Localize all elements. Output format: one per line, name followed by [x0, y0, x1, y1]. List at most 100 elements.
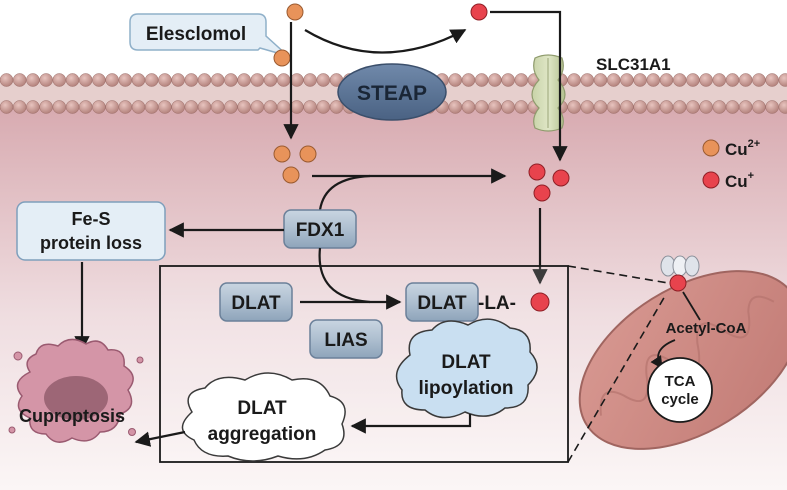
dlat-label: DLAT: [231, 293, 281, 314]
membrane-bead: [303, 100, 317, 114]
membrane-bead: [712, 100, 727, 114]
membrane-bead: [672, 73, 687, 87]
membrane-bead: [752, 100, 766, 114]
membrane-bead: [210, 100, 225, 114]
dlat-la-label: DLAT: [417, 293, 467, 314]
elesclomol-callout: Elesclomol: [129, 13, 289, 57]
membrane-bead: [290, 100, 304, 114]
aggregation-to-cuproptosis-arrow: [134, 430, 186, 447]
membrane-bead: [606, 100, 621, 114]
membrane-bead: [738, 73, 753, 87]
membrane-bead: [593, 100, 608, 114]
membrane-bead: [197, 73, 212, 87]
dlat-la-box: DLAT -LA-: [405, 282, 550, 322]
membrane-bead: [39, 100, 53, 114]
membrane-bead: [39, 73, 53, 87]
membrane-bead: [263, 73, 278, 87]
membrane-bead: [659, 100, 674, 114]
membrane-bead: [488, 100, 502, 114]
membrane-bead: [52, 73, 67, 87]
membrane-bead: [78, 100, 93, 114]
membrane-bead: [0, 100, 14, 114]
cu2-ion-outside: [286, 3, 304, 21]
membrane-bead: [118, 100, 133, 114]
membrane-bead: [105, 100, 119, 114]
membrane-bead: [646, 73, 661, 87]
membrane-bead: [567, 73, 581, 87]
membrane-bead: [131, 73, 146, 87]
membrane-bead: [171, 73, 185, 87]
tca-label-line2: cycle: [661, 391, 699, 408]
zoom-line-top: [567, 265, 669, 284]
lipoylation-to-aggregation-arrow: [350, 414, 472, 434]
membrane-bead: [606, 73, 621, 87]
cu1-ion-inside-3: [533, 184, 551, 202]
membrane-bead: [118, 73, 133, 87]
fdx1-to-lipoylation-curve: [318, 247, 371, 304]
membrane-bead: [699, 100, 713, 114]
membrane-bead: [593, 73, 608, 87]
membrane-bead: [92, 100, 106, 114]
membrane-bead: [92, 73, 106, 87]
membrane-bead: [197, 100, 212, 114]
membrane-bead: [12, 100, 27, 114]
cu1-ion-mito: [669, 274, 687, 292]
slc31a1-label: SLC31A1: [596, 55, 671, 74]
membrane-bead: [461, 73, 476, 87]
membrane-bead: [765, 73, 779, 87]
membrane-bead: [316, 100, 331, 114]
cu2-ion-inside-2: [299, 145, 317, 163]
membrane-bead: [12, 73, 27, 87]
membrane-bead: [184, 100, 199, 114]
membrane-bead: [712, 73, 727, 87]
membrane-bead: [474, 100, 489, 114]
cu1-ion-inside-2: [552, 169, 570, 187]
membrane-bead: [184, 73, 199, 87]
lias-label: LIAS: [324, 330, 367, 351]
membrane-bead: [686, 100, 700, 114]
membrane-bead: [752, 73, 766, 87]
slc31a1-import-arrow: [490, 10, 568, 162]
membrane-bead: [765, 100, 779, 114]
legend-cu1-swatch: [702, 171, 720, 189]
mitochondrion: Acetyl-CoA TCA cycle: [578, 255, 787, 450]
membrane-bead: [171, 100, 185, 114]
membrane-bead: [276, 73, 291, 87]
dlat-box: DLAT: [219, 282, 293, 322]
membrane-bead: [158, 100, 172, 114]
dlat-la-suffix: -LA-: [478, 293, 516, 314]
membrane-bead: [303, 73, 317, 87]
zoom-line-bottom: [567, 295, 666, 463]
fe-s-protein-loss-box: Fe-S protein loss: [16, 201, 166, 261]
dlat-lipoylation-cloud: DLAT lipoylation: [395, 318, 538, 419]
steap-reduction-arrow: [304, 29, 467, 54]
membrane-bead: [448, 100, 463, 114]
membrane-bead: [633, 73, 647, 87]
cu2-ion-inside-3: [282, 166, 300, 184]
membrane-bead: [646, 100, 661, 114]
membrane-bead: [620, 73, 634, 87]
membrane-bead: [488, 73, 502, 87]
membrane-bead: [514, 73, 529, 87]
membrane-bead: [276, 100, 291, 114]
membrane-bead: [580, 100, 595, 114]
membrane-bead: [250, 73, 265, 87]
membrane-bead: [699, 73, 713, 87]
membrane-bead: [26, 73, 40, 87]
legend-cu1-label: Cu+: [725, 170, 754, 191]
membrane-bead: [725, 73, 740, 87]
mito-to-acetylcoa-line: [682, 291, 701, 321]
cu2-ion-inside-1: [273, 145, 291, 163]
membrane-bead: [778, 100, 787, 114]
membrane-bead: [237, 100, 251, 114]
tca-label-line1: TCA: [665, 373, 696, 390]
membrane-bead: [144, 100, 159, 114]
membrane-bead: [501, 100, 515, 114]
membrane-bead: [52, 100, 67, 114]
membrane-bead: [620, 100, 634, 114]
lipoylation-label-line2: lipoylation: [419, 378, 514, 399]
membrane-bead: [237, 73, 251, 87]
mito-copper-transporter: [660, 255, 700, 277]
membrane-bead: [672, 100, 687, 114]
